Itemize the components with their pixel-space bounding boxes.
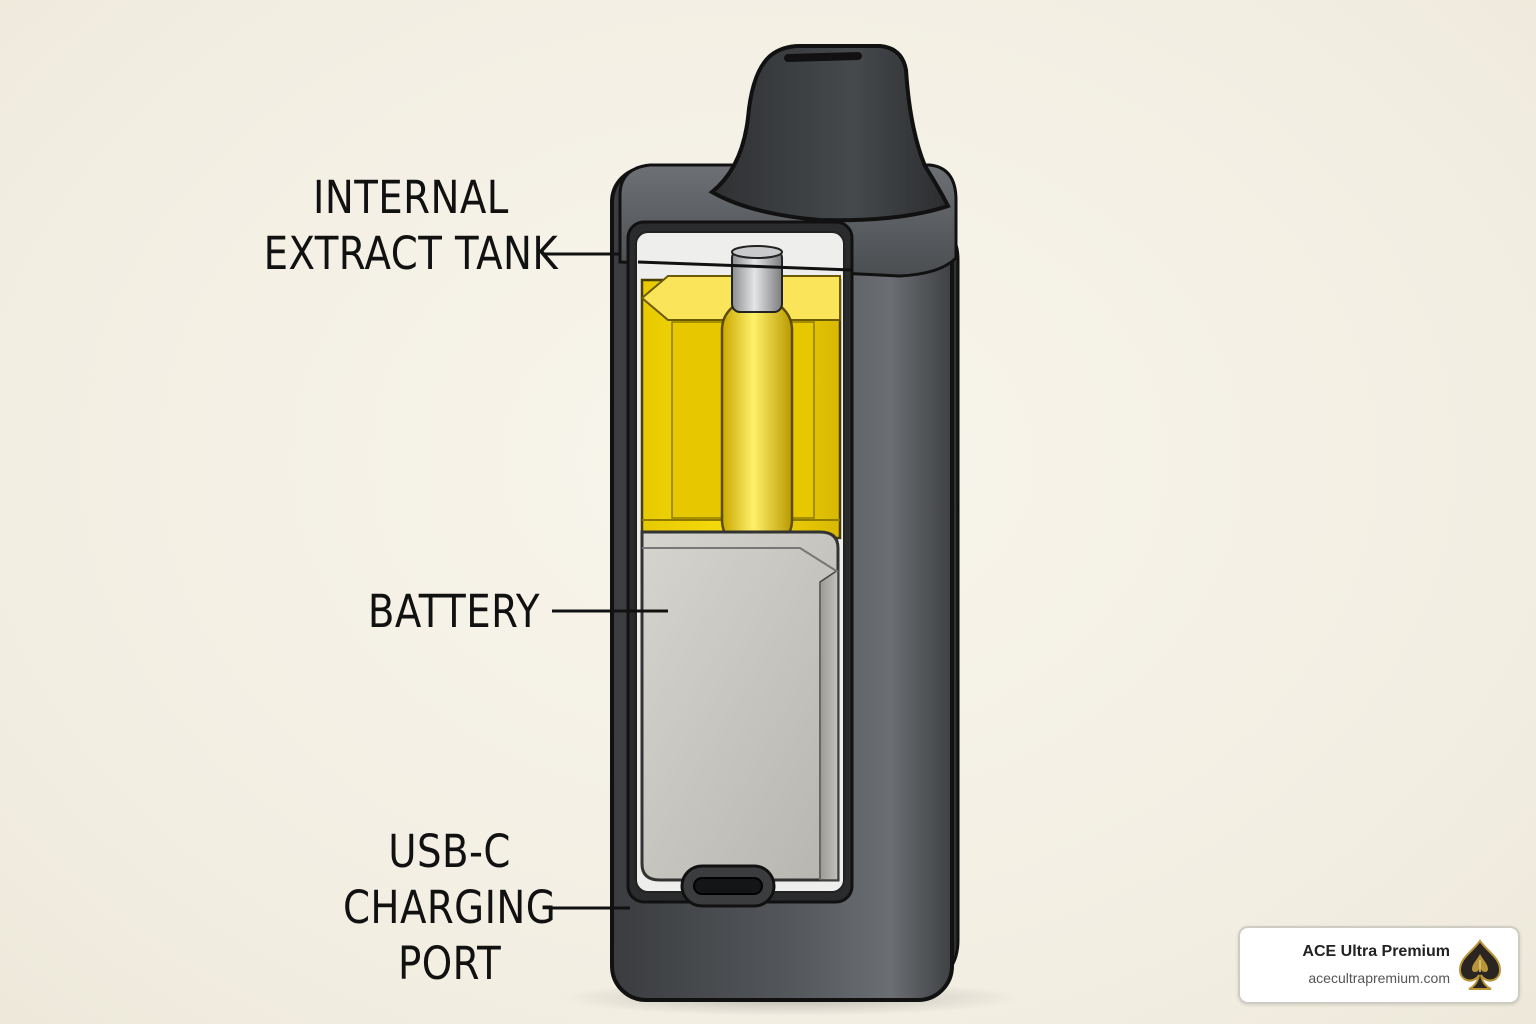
brand-website: acecultrapremium.com [1308,970,1450,986]
label-port-line3: PORT [397,937,502,990]
center-post [720,298,794,552]
label-internal-extract-tank: INTERNAL EXTRACT TANK [252,170,570,282]
center-post-top-rim [731,245,783,259]
mouthpiece-slot [784,52,862,62]
label-usb-c-charging-port: USB-C CHARGING PORT [329,824,570,992]
tank-seal [637,260,853,272]
label-port-line2: CHARGING [342,881,557,934]
label-battery-text: BATTERY [367,585,540,638]
label-tank-line2: EXTRACT TANK [263,227,559,280]
usb-c-port-inner [693,877,763,895]
brand-name: ACE Ultra Premium [1302,943,1450,960]
label-tank-line1: INTERNAL [313,171,509,224]
battery-side [819,568,839,881]
spade-icon [1458,939,1502,990]
mouthpiece [708,44,951,223]
battery-top-edge [642,547,839,573]
battery [640,530,840,882]
brand-badge[interactable]: ACE Ultra Premium acecultrapremium.com [1238,926,1520,1004]
center-post-top [731,249,783,313]
label-port-line1: USB-C [388,825,511,878]
label-battery: BATTERY [334,584,540,640]
